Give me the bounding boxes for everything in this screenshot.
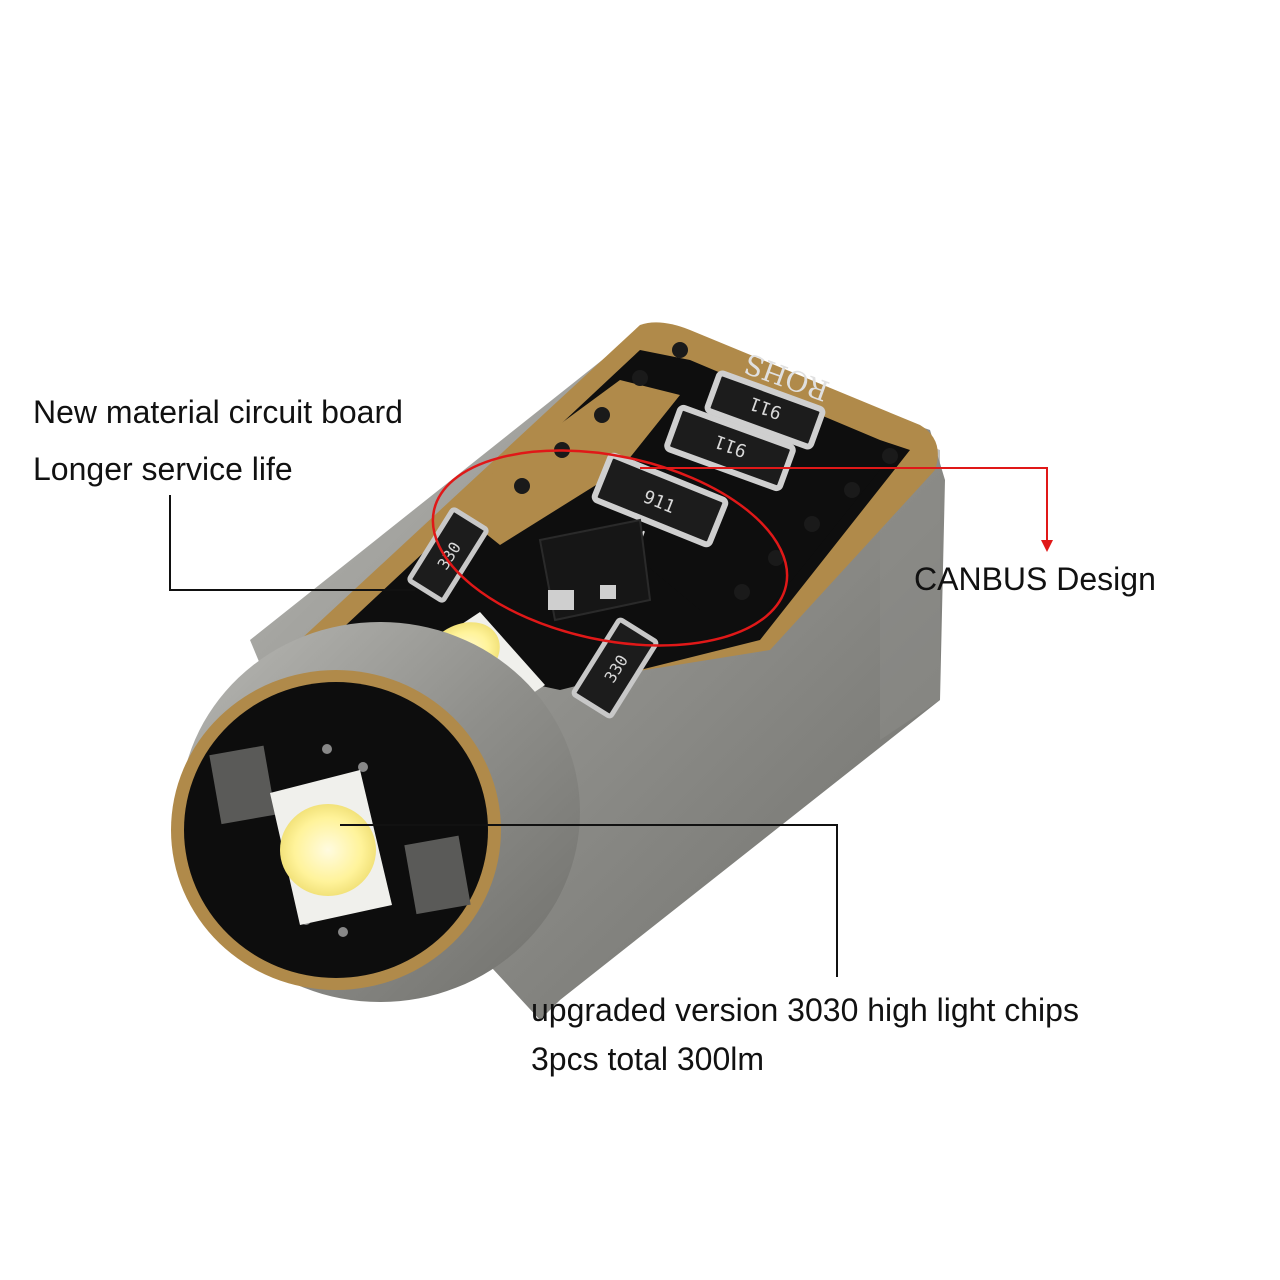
canbus-callout-line <box>640 467 1048 545</box>
board-callout-line <box>169 495 415 591</box>
bulb-front-end <box>171 622 580 1002</box>
canbus-label: CANBUS Design <box>914 561 1156 597</box>
canbus-highlight-ellipse <box>431 449 789 647</box>
canbus-callout-arrowhead <box>1041 540 1053 552</box>
chips-label-line2: 3pcs total 300lm <box>531 1041 765 1077</box>
board-label-line1: New material circuit board <box>33 394 403 430</box>
chips-callout-line <box>340 824 838 977</box>
front-led-chip <box>270 770 392 925</box>
via-holes-left <box>514 342 688 494</box>
chips-label-line1: upgraded version 3030 high light chips <box>531 992 1079 1028</box>
canbus-ic <box>538 518 652 622</box>
via-holes-right <box>734 448 898 600</box>
board-label-line2: Longer service life <box>33 451 293 487</box>
